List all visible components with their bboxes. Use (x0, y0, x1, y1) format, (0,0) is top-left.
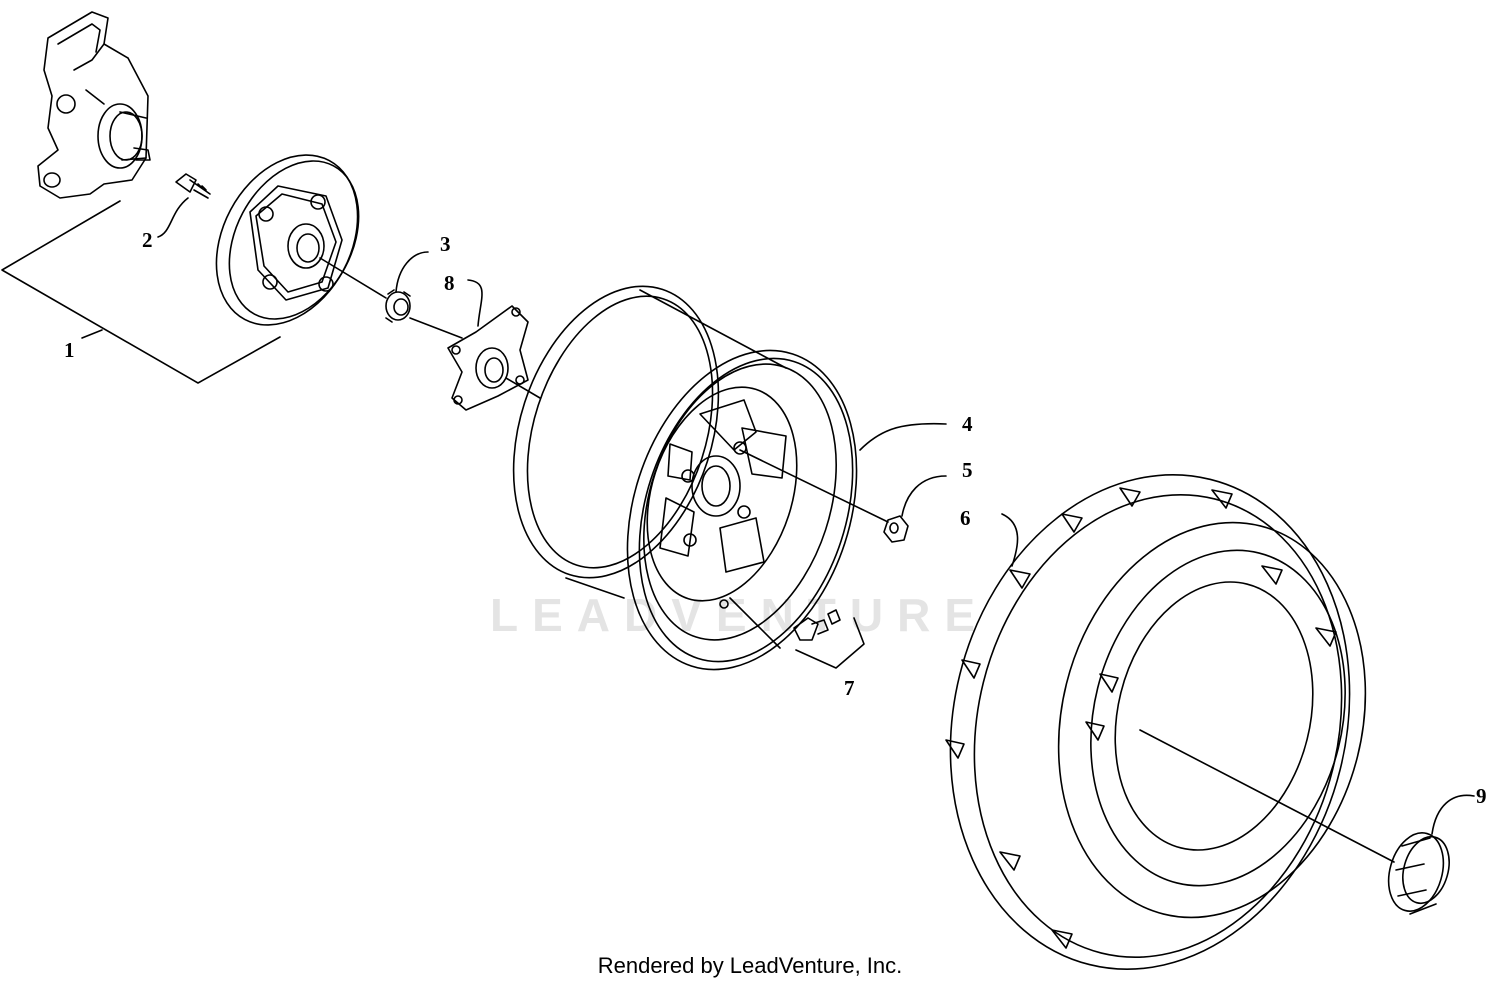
render-credit: Rendered by LeadVenture, Inc. (597, 953, 903, 978)
castle-nut (385, 251, 429, 323)
watermark: LEADVENTURE (490, 589, 990, 641)
hub-plate (447, 279, 541, 411)
axis-line (739, 449, 889, 523)
valve-stem (729, 597, 865, 669)
steering-knuckle (37, 11, 151, 199)
wheel-stud (157, 173, 211, 238)
callout-3: 3 (440, 232, 451, 256)
axis-line (319, 257, 387, 299)
callout-2: 2 (142, 228, 153, 252)
tire (945, 474, 1367, 970)
callout-5: 5 (962, 458, 973, 482)
leader-4 (859, 422, 947, 451)
lug-nut (883, 475, 947, 543)
callout-4: 4 (962, 412, 973, 436)
assembly-bracket (1, 200, 281, 384)
wheel-rim (512, 285, 858, 671)
callout-8: 8 (444, 271, 455, 295)
callout-6: 6 (960, 506, 971, 530)
center-cap (1387, 794, 1475, 915)
callout-9: 9 (1476, 784, 1487, 808)
axis-line (409, 317, 463, 339)
callout-1: 1 (64, 338, 75, 362)
brake-disc-hub (215, 154, 360, 326)
axis-line (1139, 729, 1395, 863)
callout-7: 7 (844, 676, 855, 700)
